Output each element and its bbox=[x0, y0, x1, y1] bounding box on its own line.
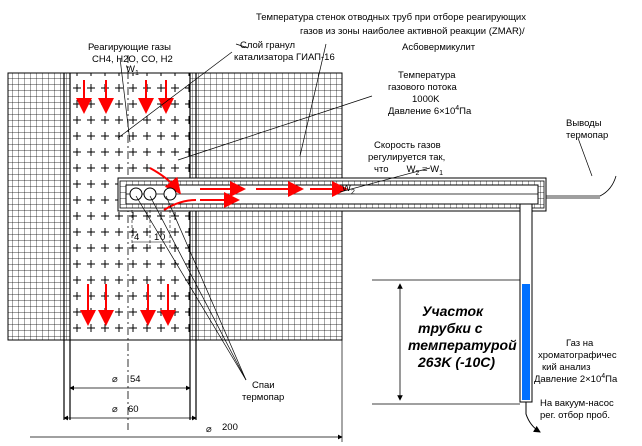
title-line2: газов из зоны наиболее активной реакции … bbox=[300, 26, 525, 37]
analysis-line2: хроматографичес bbox=[538, 350, 617, 361]
junctions-line1: Спаи bbox=[252, 380, 275, 391]
small-dim-a: 4 bbox=[134, 232, 139, 243]
catalyst-line2: катализатора ГИАП-16 bbox=[234, 52, 335, 63]
dimension-lines bbox=[30, 340, 343, 442]
thermocouple-junctions bbox=[129, 187, 177, 201]
dim-54-symbol: ⌀ bbox=[112, 374, 118, 385]
thermocouple-out-line2: термопар bbox=[566, 130, 608, 141]
analysis-line4: Давление 2×104Па bbox=[534, 373, 618, 385]
section-line4: 263K (-10C) bbox=[417, 354, 495, 370]
gas-temp-line1: Температура bbox=[398, 70, 456, 81]
gas-temp-value: 1000K bbox=[412, 94, 440, 105]
reacting-gases-label: Реагирующие газы bbox=[88, 42, 171, 53]
sampling-tube bbox=[117, 177, 547, 212]
insulation-left bbox=[7, 72, 71, 341]
catalyst-line1: Слой гранул bbox=[240, 40, 295, 51]
reacting-gases-formula: CH4, H2O, CO, H2 bbox=[92, 54, 173, 65]
analysis-line1: Газ на bbox=[566, 338, 594, 349]
speed-line2: регулируется так, bbox=[368, 152, 445, 163]
small-dim-b: 1 bbox=[154, 232, 159, 243]
dim-60-symbol: ⌀ bbox=[112, 404, 118, 415]
section-bracket bbox=[372, 279, 520, 405]
small-dim-c: 0 bbox=[160, 232, 165, 243]
section-line3: температурой bbox=[408, 337, 517, 353]
pressure-line: Давление 6×104Па bbox=[388, 105, 472, 117]
dim-60: 60 bbox=[128, 404, 139, 415]
section-line1: Участок bbox=[422, 303, 484, 319]
tube-flow-arrows bbox=[149, 167, 348, 211]
dim-200: 200 bbox=[222, 422, 238, 433]
vacuum-line1: На вакуум-насос bbox=[540, 398, 614, 409]
section-line2: трубки с bbox=[418, 320, 483, 336]
title-line1: Температура стенок отводных труб при отб… bbox=[256, 12, 526, 23]
vacuum-line2: рег. отбор проб. bbox=[540, 410, 610, 421]
dim-54: 54 bbox=[130, 374, 141, 385]
dim-200-symbol: ⌀ bbox=[206, 424, 212, 435]
thermocouple-wires bbox=[546, 175, 617, 199]
outflow-arrows-bottom bbox=[80, 284, 176, 326]
vertical-sampling-tube bbox=[519, 203, 541, 433]
leader-lines bbox=[117, 43, 593, 381]
junctions-line2: термопар bbox=[242, 392, 284, 403]
gas-temp-line2: газового потока bbox=[388, 82, 457, 93]
w1-label: W1 bbox=[126, 64, 139, 77]
speed-line1: Скорость газов bbox=[374, 140, 441, 151]
w2-label: W2 bbox=[342, 183, 355, 196]
analysis-line3: кий анализ bbox=[542, 362, 590, 373]
thermocouple-out-line1: Выводы bbox=[566, 118, 602, 129]
asbestos-label: Асбовермикулит bbox=[402, 42, 476, 53]
